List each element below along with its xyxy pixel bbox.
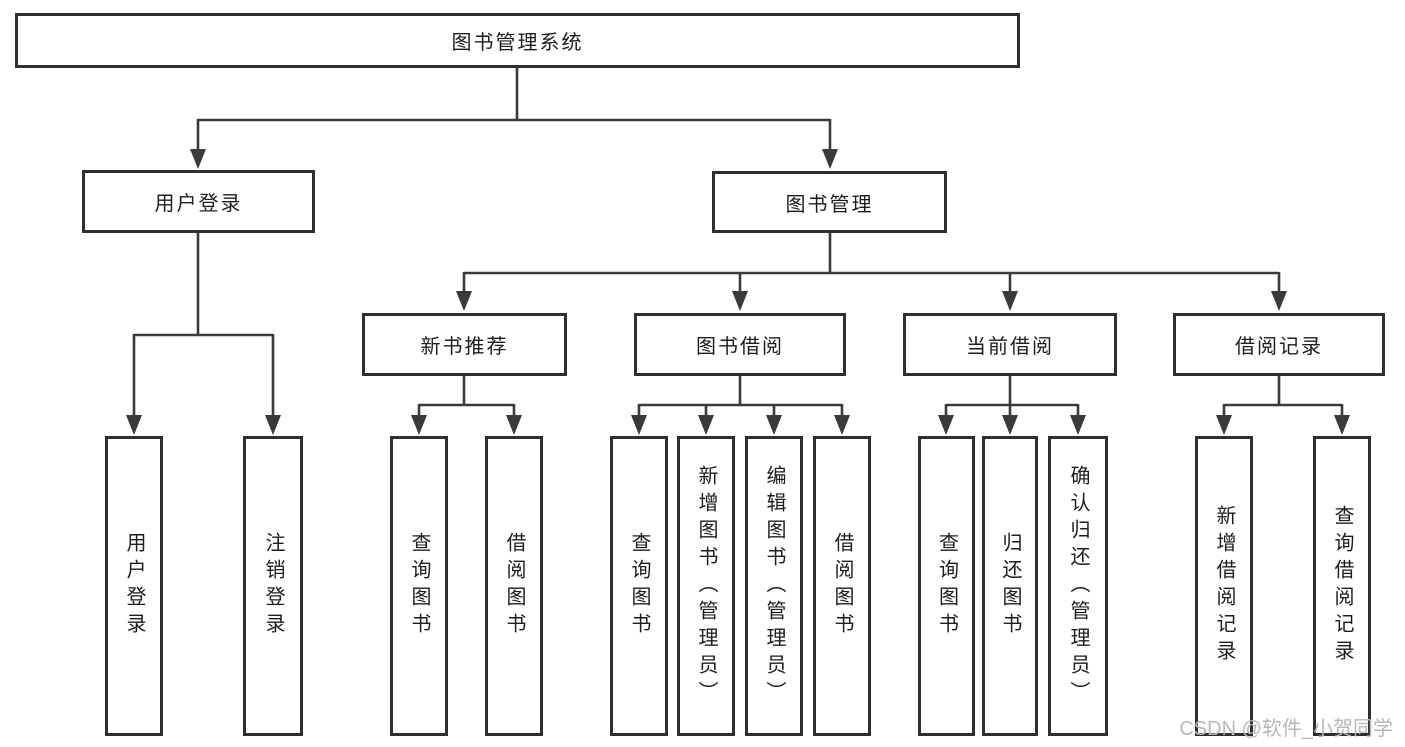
leaf-query-borrow-record-label: 查询借阅记录 [1331,505,1353,667]
arrowhead-icon [1271,291,1287,311]
csdn-watermark: CSDN @软件_小贺同学 [1179,718,1393,740]
arrowhead-icon [1002,291,1018,311]
arrowhead-icon [1070,415,1086,435]
node-borrow-records: 借阅记录 [1173,313,1385,376]
node-borrow-records-label: 借阅记录 [1235,336,1323,358]
leaf-borrow-books-label: 借阅图书 [831,532,853,640]
leaf-user-login-label: 用户登录 [123,532,145,640]
leaf-add-borrow-record-label: 新增借阅记录 [1213,505,1235,667]
arrowhead-icon [265,415,281,435]
leaf-return-books-label: 归还图书 [999,532,1021,640]
leaf-query-books-borrow: 查询图书 [610,436,668,736]
arrowhead-icon [190,149,206,169]
leaf-logout-label: 注销登录 [262,532,284,640]
arrowhead-icon [834,415,850,435]
node-root-label: 图书管理系统 [451,32,584,54]
leaf-edit-book-admin-label: 编辑图书（管理员） [763,464,785,708]
arrowhead-icon [631,415,647,435]
arrowhead-icon [506,415,522,435]
arrowhead-icon [732,291,748,311]
leaf-query-books-recommend: 查询图书 [390,436,448,736]
leaf-query-borrow-record: 查询借阅记录 [1313,436,1371,736]
leaf-query-books-borrow-label: 查询图书 [628,532,650,640]
node-new-book-recommend: 新书推荐 [362,313,567,376]
arrowhead-icon [766,415,782,435]
leaf-user-login: 用户登录 [105,436,163,736]
leaf-add-book-admin: 新增图书（管理员） [677,436,735,736]
arrowhead-icon [1216,415,1232,435]
leaf-query-books-current-label: 查询图书 [935,532,958,640]
arrowhead-icon [698,415,714,435]
node-new-book-recommend-label: 新书推荐 [420,336,509,358]
node-user-login-label: 用户登录 [154,193,243,215]
leaf-add-borrow-record: 新增借阅记录 [1195,436,1253,736]
leaf-confirm-return-admin: 确认归还（管理员） [1048,436,1108,736]
leaf-logout: 注销登录 [243,436,303,736]
leaf-borrow-books-recommend-label: 借阅图书 [503,532,525,640]
node-book-management-label: 图书管理 [785,193,874,216]
arrowhead-icon [1334,415,1350,435]
arrowhead-icon [938,415,954,435]
node-root: 图书管理系统 [15,13,1020,68]
leaf-add-book-admin-label: 新增图书（管理员） [695,464,717,708]
leaf-confirm-return-admin-label: 确认归还（管理员） [1067,464,1089,708]
node-book-management: 图书管理 [712,171,947,233]
arrowhead-icon [411,415,427,435]
leaf-edit-book-admin: 编辑图书（管理员） [745,436,803,736]
node-current-borrow: 当前借阅 [903,313,1117,376]
leaf-query-books-recommend-label: 查询图书 [408,532,430,640]
arrowhead-icon [1002,415,1018,435]
leaf-return-books: 归还图书 [982,436,1038,736]
arrowhead-icon [456,291,472,311]
leaf-query-books-current: 查询图书 [918,436,975,736]
node-book-borrow-label: 图书借阅 [696,336,784,358]
node-user-login: 用户登录 [82,170,315,233]
node-book-borrow: 图书借阅 [634,313,846,376]
arrowhead-icon [822,149,838,169]
leaf-borrow-books: 借阅图书 [813,436,871,736]
node-current-borrow-label: 当前借阅 [966,336,1054,358]
arrowhead-icon [126,415,142,435]
leaf-borrow-books-recommend: 借阅图书 [485,436,543,736]
